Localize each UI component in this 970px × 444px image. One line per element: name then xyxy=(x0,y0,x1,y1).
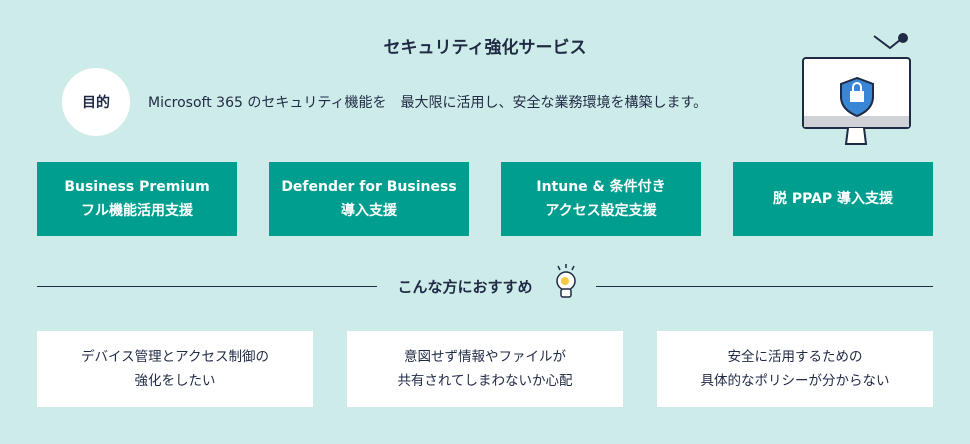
service-line1: 脱 PPAP 導入支援 xyxy=(772,191,894,207)
card-line1: デバイス管理とアクセス制御の xyxy=(81,349,269,365)
page-title: セキュリティ強化サービス xyxy=(383,38,587,58)
service-business-premium: Business Premium フル機能活用支援 xyxy=(37,162,237,236)
card-line2: 強化をしたい xyxy=(134,373,216,389)
service-line1: Business Premium xyxy=(64,179,210,195)
service-line1: Defender for Business xyxy=(281,179,457,195)
card-line1: 安全に活用するための xyxy=(727,349,863,365)
recommend-card: 安全に活用するための具体的なポリシーが分からない xyxy=(657,331,933,407)
recommend-heading: こんな方におすすめ xyxy=(0,276,970,297)
recommend-heading-text: こんな方におすすめ xyxy=(397,278,533,296)
lightbulb-icon xyxy=(556,264,576,298)
divider-right xyxy=(596,286,933,287)
service-intune: Intune & 条件付きアクセス設定支援 xyxy=(501,162,701,236)
purpose-badge: 目的 xyxy=(62,68,130,136)
service-defender: Defender for Business 導入支援 xyxy=(269,162,469,236)
card-line2: 具体的なポリシーが分からない xyxy=(700,373,890,389)
recommend-card: デバイス管理とアクセス制御の強化をしたい xyxy=(37,331,313,407)
card-line1: 意図せず情報やファイルが xyxy=(404,349,566,365)
recommend-card: 意図せず情報やファイルが共有されてしまわないか心配 xyxy=(347,331,623,407)
secure-monitor-icon xyxy=(802,33,911,145)
card-line2: 共有されてしまわないか心配 xyxy=(397,373,573,389)
service-line1: Intune & 条件付き xyxy=(536,179,666,195)
divider-left xyxy=(37,286,377,287)
service-line2: アクセス設定支援 xyxy=(545,203,657,219)
service-ppap: 脱 PPAP 導入支援 xyxy=(733,162,933,236)
service-line2: フル機能活用支援 xyxy=(81,203,193,219)
purpose-text: Microsoft 365 のセキュリティ機能を 最大限に活用し、安全な業務環境… xyxy=(148,95,708,111)
service-line2: 導入支援 xyxy=(341,203,397,219)
